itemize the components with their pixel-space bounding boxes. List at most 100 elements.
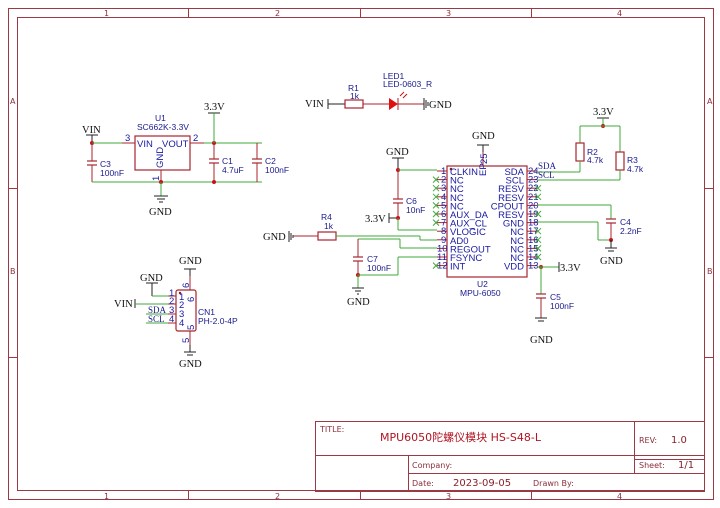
no-connect-icon	[534, 184, 542, 192]
cn1-pin-2-label: 2	[179, 300, 184, 311]
u2-pin-23-num: 23	[528, 175, 539, 186]
u2-pin-25: 25	[479, 153, 490, 164]
zone-col-2-top: 2	[275, 9, 280, 18]
zone-row-b-left: B	[10, 267, 16, 276]
no-connect-icon	[534, 245, 542, 252]
u2-pin-9-name: AD0	[450, 236, 468, 247]
net-label-gnd-u1: GND	[149, 207, 172, 218]
u2-pin-10-num: 10	[437, 243, 448, 254]
r2-value: 4.7k	[587, 155, 604, 165]
zone-col-3-top: 3	[446, 9, 451, 18]
u2-pin-12-num: 12	[437, 261, 448, 272]
net-label-gnd-cn1-top: GND	[179, 256, 202, 267]
u2-pin-21-num: 21	[528, 192, 539, 203]
c5-value: 100nF	[550, 301, 574, 311]
resistor-r2	[575, 142, 585, 162]
u2-pin-11-num: 11	[437, 252, 447, 263]
zone-col-4-top: 4	[617, 9, 622, 18]
led1-ref: LED1	[383, 71, 405, 81]
net-label-gnd-ep: GND	[472, 131, 495, 142]
c4-value: 2.2nF	[620, 226, 642, 236]
net-label-gnd-r4: GND	[263, 232, 286, 243]
led-diode-icon	[389, 98, 398, 110]
no-connect-icon	[432, 193, 440, 201]
net-label-sda-u2: SDA	[538, 161, 557, 171]
u2-pin-19-name: RESV	[498, 210, 525, 221]
c3-value: 100nF	[100, 168, 124, 178]
net-label-gnd-c7: GND	[347, 297, 370, 308]
r1-ref: R1	[348, 83, 359, 93]
date-label: Date:	[412, 479, 434, 488]
no-connect-icon	[534, 253, 542, 261]
u2-pin-19-num: 19	[528, 209, 539, 220]
r3-ref: R3	[627, 155, 638, 165]
u1-pin-vin: VIN	[137, 139, 153, 150]
u1-ref: U1	[155, 113, 166, 123]
u2-pin-13-name: VDD	[504, 262, 524, 273]
cn1-pin-3-label: 3	[179, 309, 184, 320]
no-connect-icon	[534, 227, 542, 235]
u1-pin-gnd: GND	[155, 147, 166, 168]
u2-pin-1-num: 1	[441, 166, 446, 177]
u2-pin-5-num: 5	[441, 200, 446, 211]
c6-value: 10nF	[406, 205, 425, 215]
u2-pin-15-num: 15	[528, 243, 539, 254]
regulator-u1	[134, 135, 191, 171]
sheet-value: 1/1	[678, 460, 694, 471]
zone-row-a-right: A	[707, 97, 713, 106]
u2-pin-18-num: 18	[528, 218, 539, 229]
c1-value: 4.7uF	[222, 165, 244, 175]
net-label-vin-u1: VIN	[82, 125, 101, 136]
cn1-value: PH-2.0-4P	[198, 316, 238, 326]
no-connect-icon	[432, 184, 440, 192]
sheet-frame	[8, 8, 714, 500]
u2-pin-20-name: CPOUT	[491, 201, 524, 212]
u2-value: MPU-6050	[460, 288, 501, 298]
sheet-label: Sheet:	[639, 461, 665, 470]
u2-pin-2-num: 2	[441, 175, 446, 186]
u2-pin-8-num: 8	[441, 226, 446, 237]
c6-ref: C6	[406, 196, 417, 206]
r4-value: 1k	[324, 221, 334, 231]
ic-u2-mpu6050	[446, 165, 528, 278]
resistor-r4	[317, 231, 337, 241]
rev-label: REV:	[639, 436, 657, 445]
no-connect-icon	[432, 202, 440, 209]
u2-pin-24-num: 24	[528, 166, 539, 177]
net-label-3v3-pullup: 3.3V	[593, 107, 614, 118]
rev-value: 1.0	[671, 435, 687, 446]
u2-pin-3-num: 3	[441, 183, 446, 194]
no-connect-icon	[534, 193, 542, 201]
u1-pin-2: 2	[193, 133, 198, 144]
u2-pin-23-name: SCL	[506, 176, 524, 187]
u2-pin-22-name: RESV	[498, 184, 525, 195]
zone-col-1-top: 1	[104, 9, 109, 18]
regulator-circuit: VIN 3 C3 100nF U1 SC662K-3.3V VIN VOUT G…	[82, 102, 289, 218]
u1-value: SC662K-3.3V	[137, 122, 189, 132]
sheet-title: MPU6050陀螺仪模块 HS-S48-L	[380, 430, 542, 444]
zone-row-b-right: B	[707, 267, 713, 276]
u2-pin-2-name: NC	[450, 176, 464, 187]
date-value: 2023-09-05	[453, 478, 511, 489]
u2-pin-17-num: 17	[528, 226, 539, 237]
c3-ref: C3	[100, 159, 111, 169]
title-block: TITLE: MPU6050陀螺仪模块 HS-S48-L REV: 1.0 Co…	[315, 421, 705, 492]
net-label-vin: VIN	[305, 99, 324, 110]
u2-pin-11-name: FSYNC	[450, 253, 482, 264]
no-connect-icon	[432, 219, 440, 226]
u2-ref: U2	[477, 279, 488, 289]
net-label-gnd-cn1-left: GND	[140, 273, 163, 284]
u2-pin-7-num: 7	[441, 218, 446, 229]
u2-pin-10-name: REGOUT	[450, 244, 491, 255]
led-circuit: VIN R1 1k LED1 LED-0603_R GND	[305, 71, 452, 111]
r1-value: 1k	[350, 91, 360, 101]
u2-pin-4-name: NC	[450, 193, 464, 204]
c2-ref: C2	[265, 156, 276, 166]
no-connect-icon	[432, 176, 440, 183]
u2-pin-24-name: SDA	[504, 167, 524, 178]
c5-ref: C5	[550, 292, 561, 302]
net-label-scl-u2: SCL	[538, 170, 555, 180]
